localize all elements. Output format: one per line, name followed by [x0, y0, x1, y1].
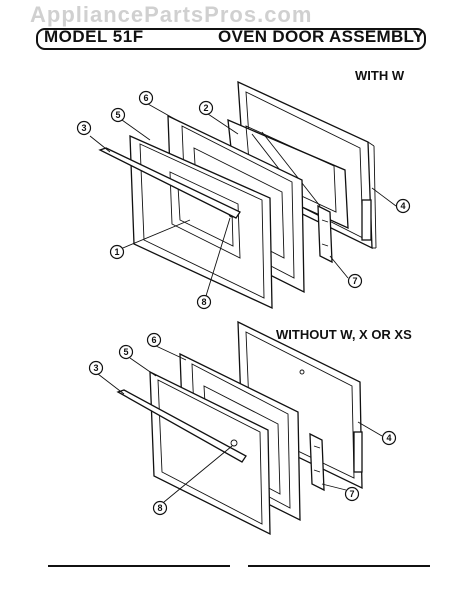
leader-lines [89, 103, 397, 503]
callout-4-bottom: 4 [381, 430, 397, 446]
callout-6-bottom: 6 [146, 332, 162, 348]
svg-text:2: 2 [203, 103, 208, 113]
svg-text:8: 8 [157, 503, 162, 513]
part-3-door-handle [98, 147, 241, 219]
svg-text:5: 5 [123, 347, 128, 357]
callout-8-bottom: 8 [152, 500, 168, 516]
callout-7-top: 7 [347, 273, 363, 289]
watermark: AppliancePartsPros.com [30, 2, 313, 27]
bottom-assembly [116, 320, 363, 536]
svg-text:3: 3 [93, 363, 98, 373]
callout-3-top: 3 [76, 120, 92, 136]
svg-text:3: 3 [81, 123, 86, 133]
footer-rule-right [248, 565, 430, 567]
svg-text:5: 5 [115, 110, 120, 120]
callout-3-bottom: 3 [88, 360, 104, 376]
svg-text:4: 4 [386, 433, 391, 443]
svg-text:4: 4 [400, 201, 405, 211]
title-frame [36, 28, 426, 50]
diagram-title: OVEN DOOR ASSEMBLY [218, 27, 425, 46]
callout-5-top: 5 [110, 107, 126, 123]
svg-text:8: 8 [201, 297, 206, 307]
callout-7-bottom: 7 [344, 486, 360, 502]
callout-4-top: 4 [395, 198, 411, 214]
part-3-door-handle-lower [116, 389, 247, 463]
top-assembly [98, 80, 377, 310]
callout-8-top: 8 [196, 294, 212, 310]
part-7-hinge [317, 204, 333, 264]
part-5-outer-door-panel-lower [149, 370, 271, 536]
part-7-hinge-lower [309, 432, 325, 492]
callout-2-top: 2 [198, 100, 214, 116]
footer-rule-left [48, 565, 230, 567]
svg-text:1: 1 [114, 247, 119, 257]
callout-5-bottom: 5 [118, 344, 134, 360]
section-label-with-w: WITH W [355, 68, 405, 83]
svg-text:7: 7 [349, 489, 354, 499]
model-label: MODEL 51F [44, 27, 144, 46]
section-label-without-w: WITHOUT W, X OR XS [276, 327, 412, 342]
svg-text:6: 6 [151, 335, 156, 345]
callout-6-top: 6 [138, 90, 154, 106]
svg-text:7: 7 [352, 276, 357, 286]
svg-text:6: 6 [143, 93, 148, 103]
callout-1-top: 1 [109, 244, 125, 260]
